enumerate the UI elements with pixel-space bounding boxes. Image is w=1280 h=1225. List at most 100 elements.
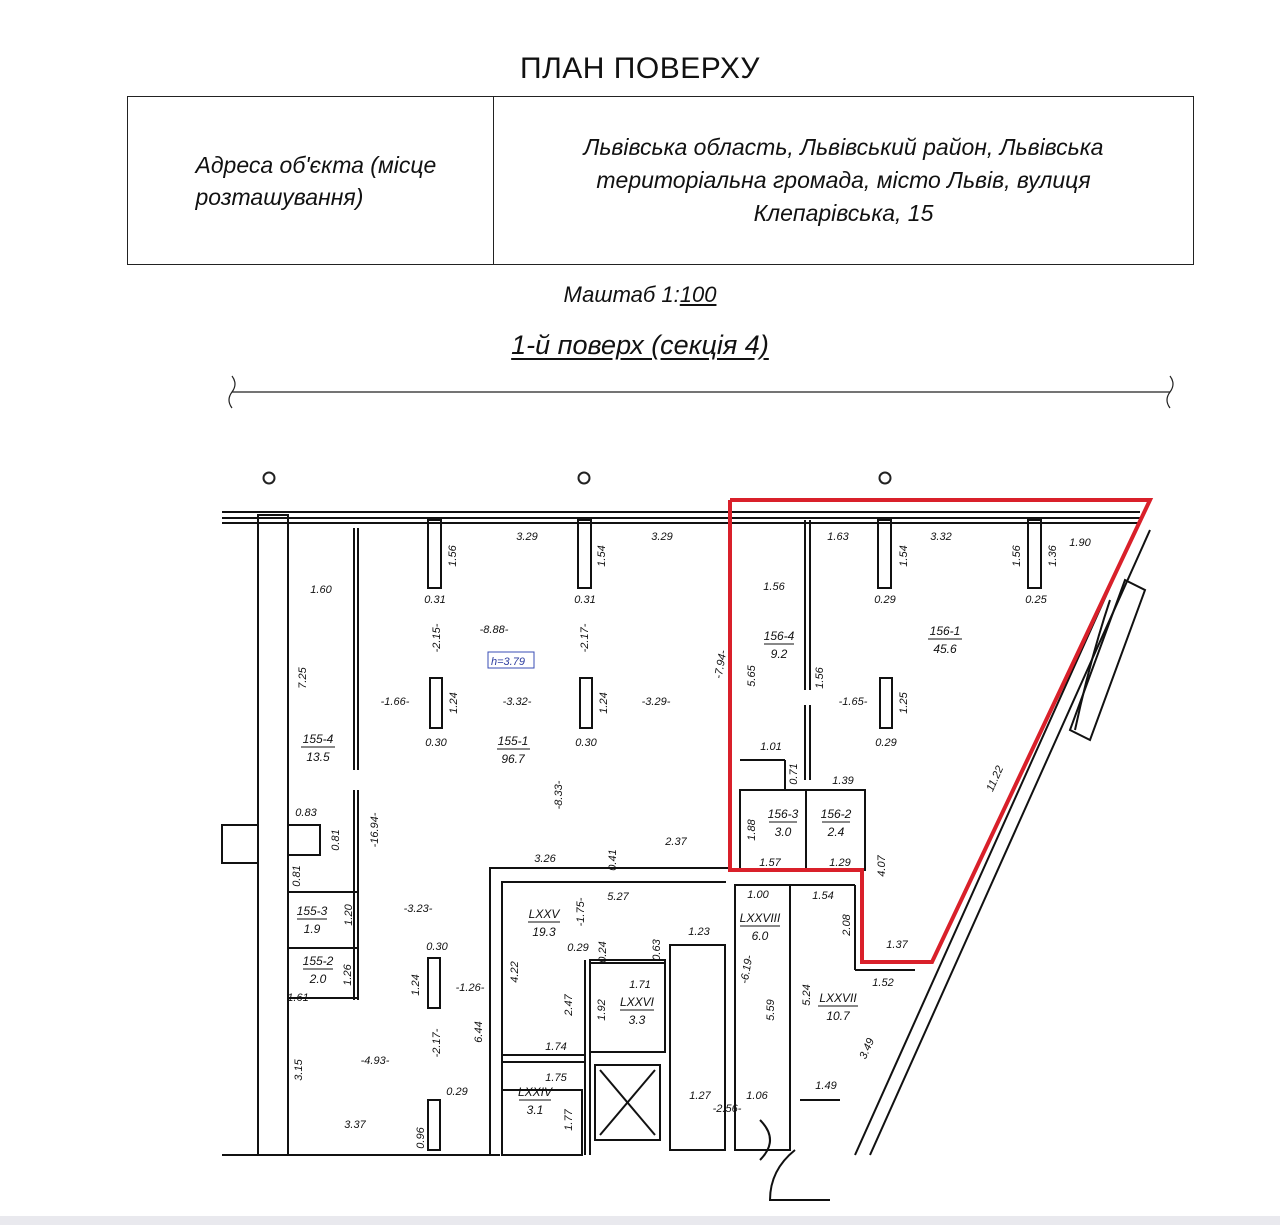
dimension: 3.15: [293, 1058, 305, 1080]
dimension: 1.61: [287, 992, 308, 1004]
room-area: 3.1: [527, 1103, 544, 1117]
floor-title-text: 1-й поверх (секція 4): [511, 330, 769, 360]
dimension: 1.01: [760, 741, 781, 753]
dimension: -4.93-: [361, 1055, 390, 1067]
dimension: 1.77: [563, 1108, 575, 1130]
dimension: 1.71: [629, 979, 650, 991]
dimension: -1.65-: [839, 696, 868, 708]
dimension: 0.96: [415, 1126, 427, 1148]
dimension: 6.44: [473, 1021, 485, 1042]
dimension: 1.56: [763, 581, 785, 593]
dimension: 4.07: [876, 854, 888, 876]
scale-value: 100: [679, 282, 717, 307]
height-mark: h=3.79: [491, 656, 525, 668]
room-area: 2.0: [309, 972, 327, 986]
room-area: 96.7: [501, 752, 526, 766]
column-markers: [262, 471, 892, 485]
dimension: 1.92: [596, 999, 608, 1020]
address-value: Львівська область, Львівський район, Льв…: [583, 134, 1104, 226]
dimension: 0.31: [424, 594, 445, 606]
dimension: 0.81: [291, 865, 303, 886]
dimension: -3.32-: [503, 696, 532, 708]
room-id: LXXV: [529, 907, 561, 921]
room-area: 2.4: [827, 825, 845, 839]
room-area: 19.3: [532, 925, 556, 939]
dimension: 3.49: [857, 1037, 877, 1061]
dimension: -2.17-: [579, 623, 591, 652]
room-id: LXXVI: [620, 995, 655, 1009]
dimension: -1.26-: [456, 982, 485, 994]
room-area: 13.5: [306, 750, 330, 764]
dimension: 5.24: [801, 984, 813, 1005]
dimension: 7.25: [297, 666, 309, 688]
room-id: 156-2: [821, 807, 852, 821]
dimension: 0.30: [425, 737, 447, 749]
room-id: 155-4: [303, 732, 334, 746]
dimension: 11.22: [984, 764, 1006, 793]
dimension: 0.29: [874, 594, 895, 606]
room-id: 156-4: [764, 629, 795, 643]
dimension: 1.00: [747, 889, 769, 901]
dimension: 0.29: [446, 1086, 467, 1098]
dimension: 1.52: [872, 977, 893, 989]
dimension: 1.49: [815, 1080, 836, 1092]
dimension: 0.63: [651, 938, 663, 960]
room-area: 6.0: [752, 929, 769, 943]
height-mark-box: [487, 651, 535, 669]
dimension: 1.90: [1069, 537, 1091, 549]
dimension: 4.22: [509, 961, 521, 982]
dimension: 0.30: [575, 737, 597, 749]
room-id: 156-1: [930, 624, 961, 638]
bottom-scrollbar-strip: [0, 1216, 1280, 1225]
dimension: 1.27: [689, 1090, 711, 1102]
dimension: 3.37: [344, 1119, 366, 1131]
dimension: 0.41: [607, 849, 619, 870]
dimension: 1.26: [342, 963, 354, 985]
dimension: 0.29: [875, 737, 896, 749]
dimension: 1.56: [1011, 544, 1023, 566]
dimension: 1.39: [832, 775, 853, 787]
dimension: 5.65: [746, 664, 758, 686]
room-area: 3.0: [775, 825, 792, 839]
room-id: LXXIV: [518, 1085, 553, 1099]
dimension: 2.08: [841, 913, 853, 936]
dimension: -1.66-: [381, 696, 410, 708]
dimension: 1.23: [688, 926, 710, 938]
dimension: 0.31: [574, 594, 595, 606]
dimension: 1.20: [343, 903, 355, 925]
address-table: Адреса об'єкта (місце розташування) Льві…: [127, 96, 1194, 265]
dimension: 5.59: [765, 999, 777, 1020]
plan-title: ПЛАН ПОВЕРХУ: [520, 52, 760, 85]
dimension: 1.54: [596, 545, 608, 566]
room-id: 156-3: [768, 807, 799, 821]
dimension: 1.57: [759, 857, 781, 869]
dimension: 3.29: [651, 531, 672, 543]
dimension: 1.06: [746, 1090, 768, 1102]
dimension: -2.17-: [431, 1028, 443, 1057]
dimension: 2.47: [563, 993, 575, 1016]
dimension: 0.29: [567, 942, 588, 954]
address-label-cell: Адреса об'єкта (місце розташування): [128, 97, 494, 264]
dimension: 1.88: [746, 818, 758, 840]
room-id: 155-3: [297, 904, 328, 918]
dimension: 1.56: [814, 666, 826, 688]
dimension: 3.29: [516, 531, 537, 543]
dimension: 0.24: [597, 941, 609, 962]
dimension: 1.54: [898, 545, 910, 566]
address-value-cell: Львівська область, Львівський район, Льв…: [494, 97, 1193, 264]
highlighted-premises: [728, 498, 1154, 964]
dimension: -2.56-: [713, 1103, 742, 1115]
dimension: -3.23-: [404, 903, 433, 915]
room-id: LXXVIII: [740, 911, 781, 925]
dimension: 1.24: [598, 692, 610, 713]
scale-label: Маштаб 1:100: [0, 282, 1280, 308]
dimension: 1.75: [545, 1072, 567, 1084]
dimension: -8.33-: [553, 780, 565, 809]
dimension-labels: 3.29 3.29 1.63 3.32 1.90 1.36 1.56 1.54 …: [287, 531, 1091, 1149]
dimension: -6.19-: [739, 954, 756, 985]
walls: [221, 511, 1151, 1201]
dimension: 3.32: [930, 531, 951, 543]
room-area: 45.6: [933, 642, 957, 656]
span-line: [228, 375, 1174, 409]
dimension: 1.37: [886, 939, 908, 951]
